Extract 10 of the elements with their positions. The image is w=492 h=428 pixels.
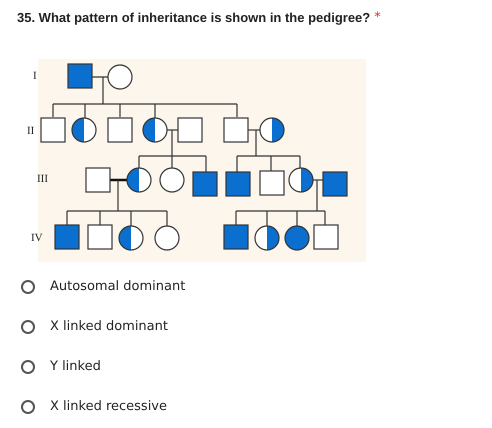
- generation-numeral: II: [27, 125, 34, 137]
- generation-numeral: III: [37, 173, 48, 185]
- generation-numeral: IV: [31, 232, 43, 244]
- question-title: 35. What pattern of inheritance is shown in the pedigree?: [17, 10, 370, 25]
- option-text: Autosomal dominant: [50, 279, 186, 295]
- option-text: X linked dominant: [50, 319, 168, 335]
- required-mark: *: [374, 10, 381, 25]
- generation-numeral: I: [33, 70, 37, 82]
- option-text: Y linked: [50, 359, 101, 375]
- option-text: X linked recessive: [50, 399, 167, 415]
